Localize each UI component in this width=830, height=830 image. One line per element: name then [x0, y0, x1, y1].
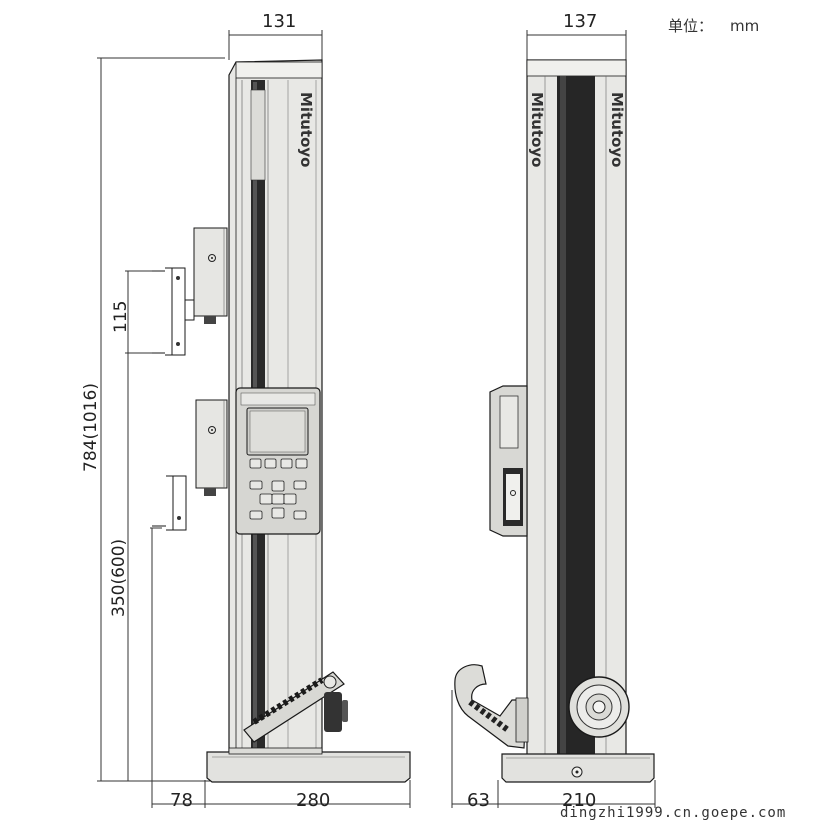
unit-value-label: mm: [730, 17, 759, 35]
side-handwheel: [568, 676, 630, 738]
front-view: Mitutoyo: [152, 59, 411, 783]
stroke-dimension-label: 115: [111, 301, 131, 333]
front-lever: [243, 671, 348, 743]
side-brand-label-right: Mitutoyo: [608, 92, 626, 167]
watermark-text: dingzhi1999.cn.goepe.com: [560, 805, 786, 821]
front-top-width-label: 131: [262, 11, 296, 32]
front-base-offset-label: 78: [170, 790, 193, 811]
side-brand-label-left: Mitutoyo: [528, 92, 546, 167]
side-base-width-label: 210: [562, 790, 596, 811]
side-lever: [454, 664, 529, 749]
side-base-offset-label: 63: [467, 790, 490, 811]
front-base-width-label: 280: [296, 790, 330, 811]
front-brand-label: Mitutoyo: [297, 92, 315, 167]
total-height-dimension-label: 784(1016): [81, 383, 101, 472]
unit-prefix-label: 单位：: [668, 17, 713, 35]
side-view: Mitutoyo Mitutoyo: [454, 59, 655, 783]
lower-height-dimension-label: 350(600): [109, 539, 129, 617]
front-dimension-lines: [97, 30, 411, 808]
side-dimension-lines: [451, 30, 656, 808]
side-top-width-label: 137: [563, 11, 597, 32]
